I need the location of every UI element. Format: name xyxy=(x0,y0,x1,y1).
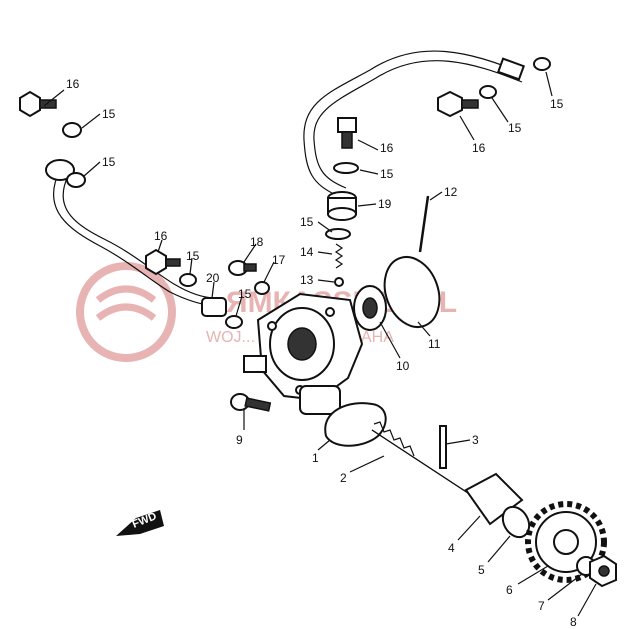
callout-1: 1 xyxy=(312,451,319,465)
oil-pump-body xyxy=(243,292,364,415)
banjo-bolt-16d xyxy=(145,248,181,276)
callout-15g: 15 xyxy=(186,249,200,263)
callout-20: 20 xyxy=(206,271,220,285)
callout-13: 13 xyxy=(300,273,314,287)
oil-delivery-pipe-lower xyxy=(45,159,217,307)
callout-15h: 15 xyxy=(238,287,252,301)
callout-16a: 16 xyxy=(66,77,80,91)
washer-17 xyxy=(254,281,270,295)
callout-4: 4 xyxy=(448,541,455,555)
callout-7: 7 xyxy=(538,599,545,613)
callout-15a: 15 xyxy=(102,107,116,121)
forward-direction-arrow: FWD xyxy=(116,510,164,536)
washer-15e xyxy=(333,162,359,174)
washer-15g xyxy=(179,273,197,287)
callout-16c: 16 xyxy=(380,141,394,155)
banjo-bolt-16b xyxy=(437,90,479,118)
callout-14: 14 xyxy=(300,245,314,259)
callout-18: 18 xyxy=(250,235,264,249)
watermark-logo-ring xyxy=(76,262,176,362)
banjo-bolt-16c xyxy=(337,117,357,149)
banjo-bolt-16a xyxy=(19,90,57,118)
pin-3 xyxy=(439,425,447,469)
callout-16d: 16 xyxy=(154,229,168,243)
callout-15d: 15 xyxy=(550,97,564,111)
callout-10: 10 xyxy=(396,359,410,373)
callout-6: 6 xyxy=(506,583,513,597)
screw-18 xyxy=(228,260,257,276)
callout-12: 12 xyxy=(444,185,458,199)
callout-2: 2 xyxy=(340,471,347,485)
leader-lines xyxy=(43,71,597,617)
watermark-logo-swoosh xyxy=(95,285,157,321)
washer-15a xyxy=(62,122,82,138)
check-ball-13 xyxy=(334,277,344,287)
pin-12 xyxy=(418,195,430,253)
oil-seal-10 xyxy=(353,285,387,331)
callout-17: 17 xyxy=(272,253,286,267)
callout-3: 3 xyxy=(472,433,479,447)
callout-15c: 15 xyxy=(508,121,522,135)
washer-15c xyxy=(479,85,497,99)
callout-11: 11 xyxy=(428,337,441,351)
callout-5: 5 xyxy=(478,563,485,577)
banjo-fitting-20 xyxy=(201,297,227,317)
callout-15b: 15 xyxy=(102,155,116,169)
washer-15b xyxy=(66,172,86,188)
pipe-union-19 xyxy=(327,191,357,221)
callout-15e: 15 xyxy=(380,167,394,181)
nut-8 xyxy=(589,554,617,588)
callout-16b: 16 xyxy=(472,141,486,155)
callout-19: 19 xyxy=(378,197,392,211)
gasket-1 xyxy=(324,402,387,447)
washer-5 xyxy=(501,505,531,539)
pipe-end-fitting-top xyxy=(496,57,526,81)
check-spring-14 xyxy=(334,243,344,269)
drive-gear-6 xyxy=(525,501,607,583)
washer-15d xyxy=(533,57,551,71)
bolt-9 xyxy=(230,393,272,412)
washer-15h xyxy=(225,315,243,329)
pipe-banjo-fitting-left xyxy=(45,159,75,181)
collar-4 xyxy=(464,472,524,526)
callout-labels: 16 15 15 16 15 15 16 15 19 15 14 13 12 1… xyxy=(66,77,577,629)
pump-cover-disc-11 xyxy=(383,256,441,328)
callout-8: 8 xyxy=(570,615,577,629)
callout-9: 9 xyxy=(236,433,243,447)
callout-15f: 15 xyxy=(300,215,314,229)
oil-delivery-pipe-upper xyxy=(303,50,526,197)
